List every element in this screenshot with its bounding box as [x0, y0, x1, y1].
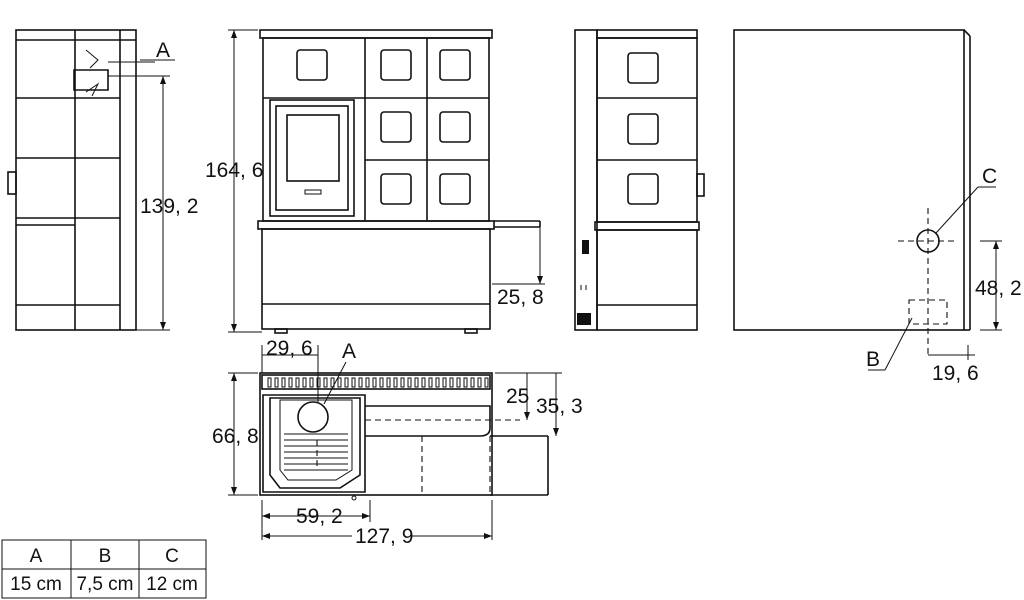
connection-b-square	[908, 299, 948, 325]
rear-view	[733, 29, 1002, 371]
dim-plan-a-offset: 29, 6	[266, 337, 313, 360]
slat	[295, 377, 300, 388]
handle-icon	[7, 171, 17, 195]
slat	[449, 377, 454, 388]
callout-a-side: A	[156, 39, 170, 62]
dim-side-height: 139, 2	[140, 195, 198, 218]
slat	[470, 377, 475, 388]
fire-door	[269, 99, 355, 217]
slat	[428, 377, 433, 388]
slat	[267, 377, 272, 388]
table-value-c: 12 cm	[146, 574, 198, 595]
dim-plan-depth: 66, 8	[212, 425, 259, 448]
dim-plan-width: 127, 9	[355, 525, 413, 548]
handle-icon	[696, 173, 705, 197]
slat	[400, 377, 405, 388]
table-header-a: A	[30, 546, 43, 567]
slat	[477, 377, 482, 388]
dimension-table	[1, 539, 207, 599]
dim-plan-59: 59, 2	[296, 505, 343, 528]
right-side-view	[574, 29, 705, 331]
callout-a-plan: A	[342, 340, 356, 363]
slat	[274, 377, 279, 388]
left-side-view	[7, 29, 175, 331]
table-header-c: C	[165, 546, 179, 567]
slat	[344, 377, 349, 388]
plan-view	[228, 345, 562, 540]
dim-rear-offset: 19, 6	[932, 362, 979, 385]
slat	[351, 377, 356, 388]
table-header-b: B	[99, 546, 112, 567]
slat	[442, 377, 447, 388]
slat	[379, 377, 384, 388]
table-value-b: 7,5 cm	[76, 574, 133, 595]
slat	[309, 377, 314, 388]
slat	[407, 377, 412, 388]
callout-c: C	[982, 165, 997, 188]
flue-outlet-icon	[73, 69, 109, 91]
dim-plan-25: 25	[506, 385, 529, 408]
slat	[435, 377, 440, 388]
dim-rear-height: 48, 2	[975, 277, 1022, 300]
slat	[337, 377, 342, 388]
slat	[414, 377, 419, 388]
slat	[372, 377, 377, 388]
dim-total-height: 164, 6	[205, 159, 263, 182]
slat	[323, 377, 328, 388]
slat	[365, 377, 370, 388]
slat	[421, 377, 426, 388]
table-value-a: 15 cm	[10, 574, 62, 595]
slat	[386, 377, 391, 388]
slat	[393, 377, 398, 388]
dim-bench-height: 25, 8	[497, 286, 544, 309]
slat	[463, 377, 468, 388]
flue-a-circle	[297, 401, 329, 433]
slat	[484, 377, 489, 388]
slat	[288, 377, 293, 388]
front-view	[228, 29, 545, 334]
callout-b: B	[866, 348, 880, 371]
slat	[302, 377, 307, 388]
dim-plan-35: 35, 3	[536, 395, 583, 418]
slat	[281, 377, 286, 388]
slat	[358, 377, 363, 388]
slat	[456, 377, 461, 388]
